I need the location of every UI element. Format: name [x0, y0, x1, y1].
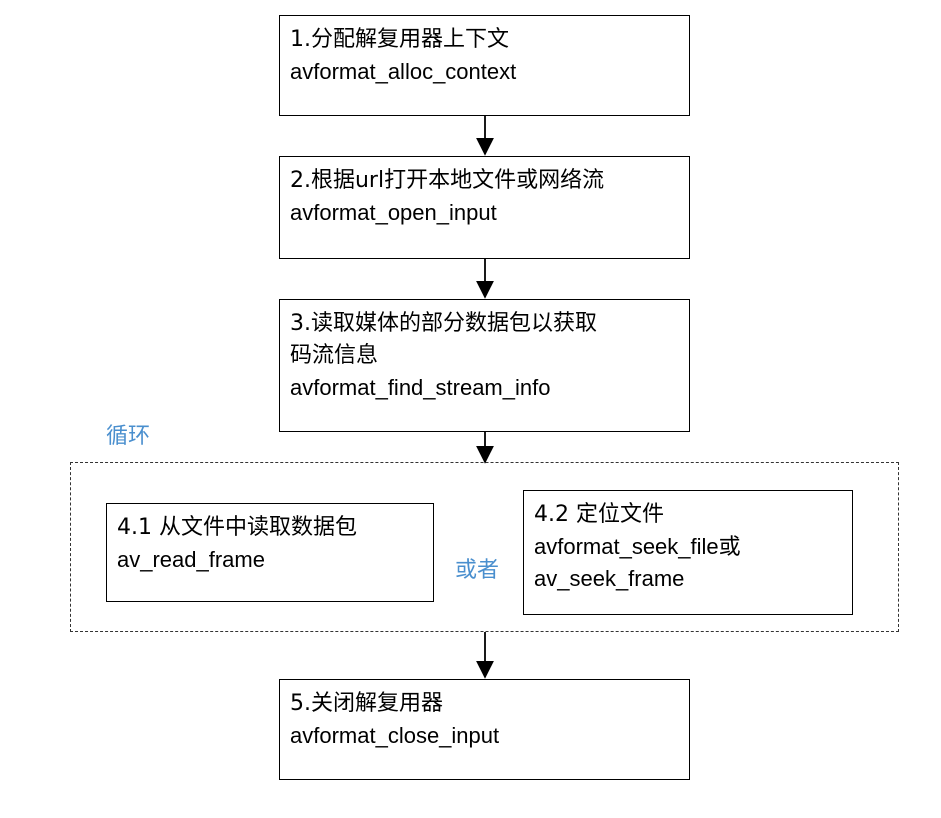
step-5-box: 5.关闭解复用器 avformat_close_input — [279, 679, 690, 780]
step-4-2-box: 4.2 定位文件 avformat_seek_file或 av_seek_fra… — [523, 490, 853, 615]
step-1-box: 1.分配解复用器上下文 avformat_alloc_context — [279, 15, 690, 116]
step-3-title-line2: 码流信息 — [290, 343, 379, 368]
loop-label: 循环 — [106, 424, 151, 449]
loop-frame — [70, 462, 899, 632]
step-2-function: avformat_open_input — [290, 200, 497, 225]
or-label: 或者 — [455, 558, 500, 583]
step-4-1-title: 4.1 从文件中读取数据包 — [117, 515, 357, 540]
step-4-2-function-line1: avformat_seek_file或 — [534, 534, 741, 559]
step-3-box: 3.读取媒体的部分数据包以获取 码流信息 avformat_find_strea… — [279, 299, 690, 432]
step-3-function: avformat_find_stream_info — [290, 375, 551, 400]
step-4-1-function: av_read_frame — [117, 547, 265, 572]
step-2-title: 2.根据url打开本地文件或网络流 — [290, 168, 605, 193]
step-2-box: 2.根据url打开本地文件或网络流 avformat_open_input — [279, 156, 690, 259]
step-4-2-title: 4.2 定位文件 — [534, 502, 664, 527]
step-4-1-box: 4.1 从文件中读取数据包 av_read_frame — [106, 503, 434, 602]
step-5-function: avformat_close_input — [290, 723, 500, 748]
step-1-title: 1.分配解复用器上下文 — [290, 27, 509, 52]
step-4-2-function-line2: av_seek_frame — [534, 566, 685, 591]
step-1-function: avformat_alloc_context — [290, 59, 517, 84]
step-3-title-line1: 3.读取媒体的部分数据包以获取 — [290, 311, 597, 336]
step-5-title: 5.关闭解复用器 — [290, 691, 443, 716]
